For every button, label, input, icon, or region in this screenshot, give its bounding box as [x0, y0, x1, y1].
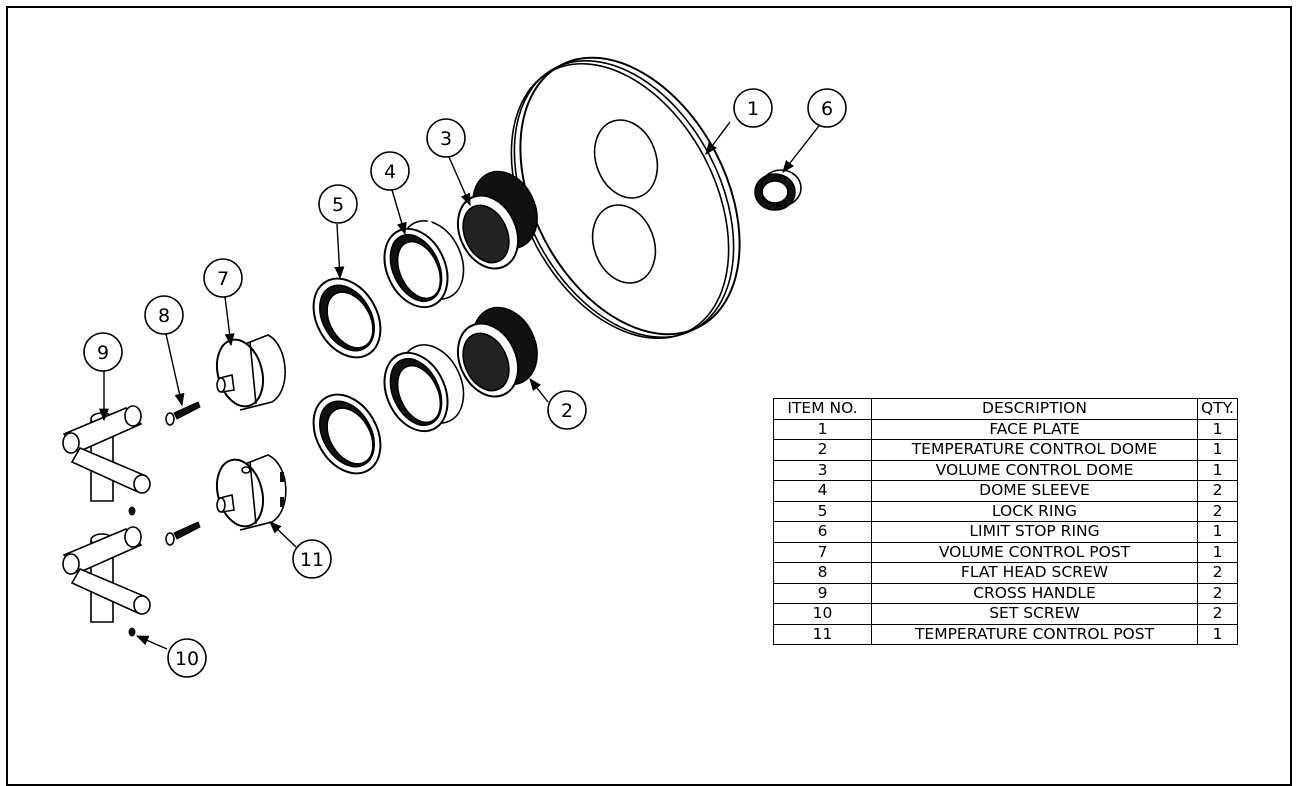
bom-qty: 1	[1197, 541, 1238, 563]
balloon-7-label: 7	[217, 268, 229, 290]
balloon-4: 4	[370, 151, 410, 191]
balloon-2: 2	[547, 390, 587, 430]
set-screw-part	[128, 506, 136, 637]
volume-control-dome-part	[456, 170, 538, 270]
balloon-4-label: 4	[384, 161, 396, 183]
bom-description: LOCK RING	[871, 500, 1198, 522]
bom-item-no: 2	[773, 439, 872, 461]
bom-item-no: 3	[773, 459, 872, 481]
balloon-1: 1	[733, 88, 773, 128]
bom-description: TEMPERATURE CONTROL POST	[871, 623, 1198, 645]
temperature-control-dome-part	[456, 306, 538, 398]
balloon-10-label: 10	[175, 648, 199, 670]
bom-description: TEMPERATURE CONTROL DOME	[871, 439, 1198, 461]
bom-description: FLAT HEAD SCREW	[871, 562, 1198, 584]
balloon-3-label: 3	[440, 128, 452, 150]
bom-qty: 2	[1197, 562, 1238, 584]
bom-item-no: 7	[773, 541, 872, 563]
bom-item-no: 8	[773, 562, 872, 584]
bom-qty: 2	[1197, 500, 1238, 522]
balloon-5: 5	[318, 184, 358, 224]
limit-stop-ring-part	[754, 169, 802, 211]
balloon-11: 11	[292, 539, 332, 579]
temperature-control-post-part	[215, 454, 287, 531]
cross-handle-part-top	[62, 405, 151, 502]
balloon-9: 9	[83, 332, 123, 372]
bom-description: SET SCREW	[871, 603, 1198, 625]
bom-description: LIMIT STOP RING	[871, 521, 1198, 543]
bom-item-no: 1	[773, 418, 872, 440]
bom-description: VOLUME CONTROL DOME	[871, 459, 1198, 481]
bom-item-no: 5	[773, 500, 872, 522]
bom-item-no: 4	[773, 480, 872, 502]
balloon-5-label: 5	[332, 194, 344, 216]
bom-header-qty: QTY.	[1197, 398, 1238, 420]
bom-qty: 1	[1197, 439, 1238, 461]
bom-qty: 2	[1197, 582, 1238, 604]
bom-item-no: 11	[773, 623, 872, 645]
balloon-8-label: 8	[158, 305, 170, 327]
bom-qty: 1	[1197, 459, 1238, 481]
balloon-3: 3	[426, 118, 466, 158]
volume-control-post-part	[215, 334, 286, 411]
bom-qty: 1	[1197, 521, 1238, 543]
bom-header-row: ITEM NO. DESCRIPTION QTY.	[773, 398, 1238, 420]
balloon-11-label: 11	[300, 549, 324, 571]
dome-sleeve-part-top	[383, 220, 465, 309]
bom-qty: 2	[1197, 480, 1238, 502]
lock-ring-part-top	[312, 277, 382, 359]
bom-item-no: 6	[773, 521, 872, 543]
balloon-6-label: 6	[821, 98, 833, 120]
leader-lines	[98, 121, 823, 650]
bom-description: CROSS HANDLE	[871, 582, 1198, 604]
flat-head-screw-part-top	[165, 401, 201, 426]
bom-item-no: 10	[773, 603, 872, 625]
bom-header-description: DESCRIPTION	[871, 398, 1198, 420]
balloon-7: 7	[203, 258, 243, 298]
bom-item-no: 9	[773, 582, 872, 604]
balloon-8: 8	[144, 295, 184, 335]
bom-description: FACE PLATE	[871, 418, 1198, 440]
dome-sleeve-part-bottom	[383, 344, 465, 433]
bom-description: DOME SLEEVE	[871, 480, 1198, 502]
balloon-6: 6	[807, 88, 847, 128]
cross-handle-part-bottom	[62, 526, 151, 623]
bom-description: VOLUME CONTROL POST	[871, 541, 1198, 563]
balloon-10: 10	[167, 638, 207, 678]
lock-ring-part-bottom	[312, 393, 382, 475]
balloon-9-label: 9	[97, 342, 109, 364]
balloon-2-label: 2	[561, 400, 573, 422]
bom-qty: 1	[1197, 623, 1238, 645]
balloon-1-label: 1	[747, 98, 759, 120]
flat-head-screw-part-bottom	[165, 521, 201, 546]
bom-qty: 2	[1197, 603, 1238, 625]
bom-header-item-no: ITEM NO.	[773, 398, 872, 420]
bom-qty: 1	[1197, 418, 1238, 440]
